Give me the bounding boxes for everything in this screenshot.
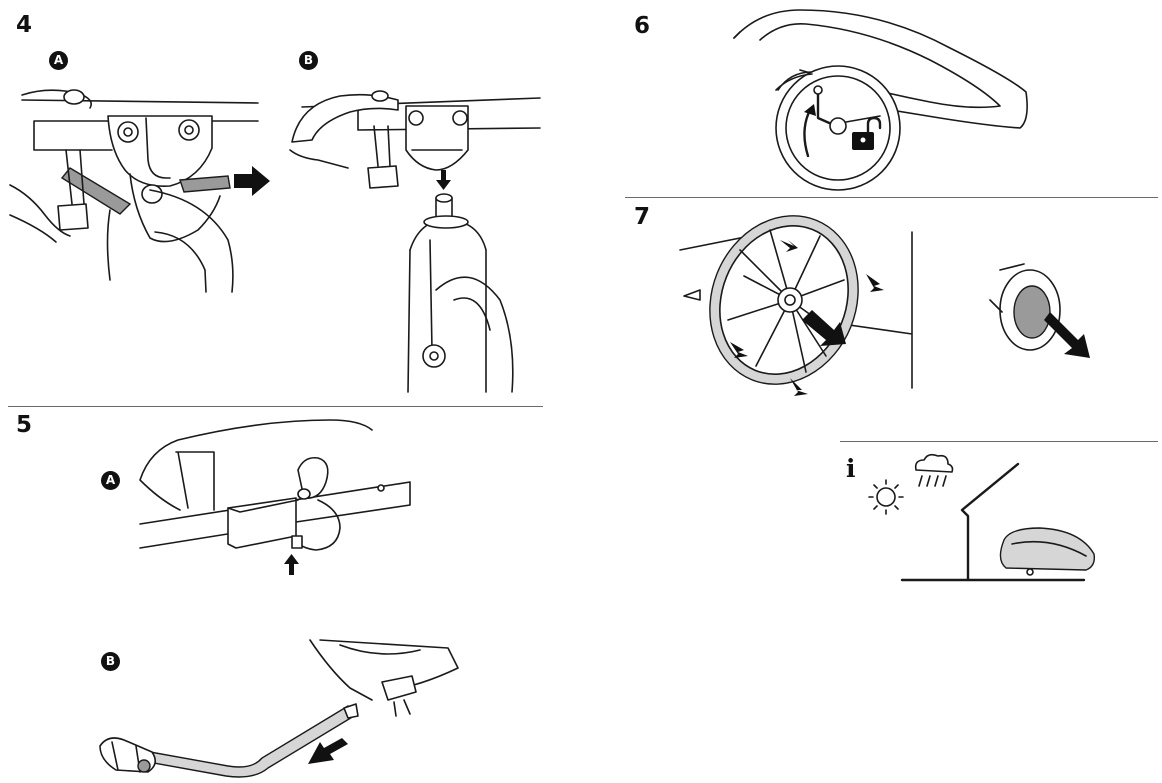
- step-number-6: 6: [634, 13, 651, 39]
- trailer-stored-icon: [999, 527, 1096, 571]
- step-4a-illustration: [9, 89, 270, 293]
- divider-info-note: [840, 441, 1158, 442]
- step-4-substep-a-badge: A: [49, 51, 68, 70]
- step-5-substep-b-badge: B: [101, 652, 120, 671]
- step-7-illustration: [679, 215, 1090, 396]
- step-number-5: 5: [16, 412, 33, 438]
- divider-step-4-5: [8, 406, 543, 407]
- info-icon: i: [846, 454, 856, 483]
- step-5a-illustration: [139, 419, 411, 575]
- shelter-icon: [960, 462, 1020, 582]
- info-note-illustration: [868, 453, 1096, 582]
- step-number-7: 7: [634, 204, 651, 230]
- step-4b-illustration: [289, 90, 541, 393]
- step-6-illustration: [733, 9, 1028, 191]
- step-4-substep-b-badge: B: [299, 51, 318, 70]
- step-number-4: 4: [16, 12, 33, 38]
- step-5-substep-a-badge: A: [101, 471, 120, 490]
- step-5b-illustration: [99, 639, 459, 778]
- sun-icon: [876, 487, 896, 507]
- rain-cloud-icon: [914, 453, 954, 473]
- divider-step-6-7: [625, 197, 1158, 198]
